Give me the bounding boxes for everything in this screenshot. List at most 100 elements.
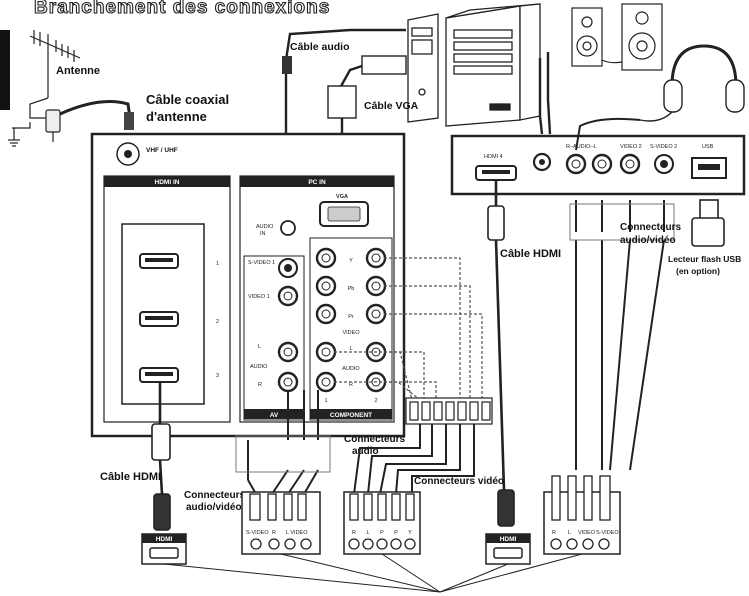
device-mid-label-1: R <box>352 530 356 536</box>
vga-plug-tv <box>327 85 357 119</box>
svideo2-jack[interactable] <box>654 154 674 174</box>
side-audio-l-jack[interactable] <box>591 153 613 175</box>
comp-l-label: L <box>349 346 352 352</box>
coax-label-1: Câble coaxial <box>146 92 229 107</box>
coax-plug <box>124 112 134 130</box>
headphones-icon <box>639 44 745 122</box>
vga-cable-label: Câble VGA <box>364 100 419 112</box>
device-hdmi-b: HDMI <box>485 533 531 565</box>
vga-port-label: VGA <box>336 194 348 200</box>
usb-drive-label-1: Lecteur flash USB <box>668 254 741 264</box>
comp-r-label: R <box>349 382 353 388</box>
comp-num-1: 1 <box>324 398 327 404</box>
pc-in-bar: PC IN <box>308 179 326 186</box>
hdmi4-label: HDMI 4 <box>484 154 503 160</box>
av-audio-l-jack[interactable] <box>277 341 299 363</box>
usb-flash-drive-icon[interactable] <box>691 199 725 247</box>
side-panel: HDMI 4 R–AUDIO–L VIDEO 2 S-VIDEO 2 USB <box>450 134 746 196</box>
device-hdmi-a-label: HDMI <box>156 536 173 543</box>
svideo1-jack[interactable] <box>278 258 298 278</box>
left-hdmi-cable <box>158 382 164 495</box>
side-audio-cables <box>575 117 641 151</box>
vga-plug-pc <box>361 55 407 75</box>
pc-tower-icon <box>407 3 541 127</box>
page-title: Branchement des connexions <box>34 0 330 18</box>
video2-jack[interactable] <box>619 153 641 175</box>
hdmi-port-2-label: 2 <box>216 319 219 325</box>
comp-video-label: VIDEO <box>342 330 360 336</box>
comp-num-2: 2 <box>374 398 377 404</box>
left-av-label-1: Connecteurs <box>184 490 246 501</box>
left-hdmi-plug-top <box>151 423 171 461</box>
right-av-cables <box>575 200 665 471</box>
device-right-av: R L VIDEO S-VIDEO <box>543 475 621 555</box>
device-mid-component: R L P P Y <box>343 491 421 555</box>
right-av-connectors-box <box>569 203 675 241</box>
audio-connectors-label-1: Connecteurs <box>344 434 406 445</box>
comp-pr-label: Pr <box>348 314 354 320</box>
video1-label: VIDEO 1 <box>248 294 270 300</box>
audio-in-label-1: AUDIO <box>256 224 274 230</box>
usb-drive-label-2: (en option) <box>676 266 720 276</box>
side-tab <box>0 30 10 110</box>
device-mid-label-3: P <box>380 530 384 536</box>
device-left-label-2: R <box>272 530 276 536</box>
left-av-connectors-box <box>235 435 331 473</box>
audio-in-jack[interactable] <box>280 220 296 236</box>
video2-label: VIDEO 2 <box>620 144 642 150</box>
hdmi-port-3-label: 3 <box>216 373 219 379</box>
device-left-av: S-VIDEO R L VIDEO <box>241 491 321 555</box>
left-av-label-2: audio/vidéo <box>186 502 242 513</box>
device-right-label-4: S-VIDEO <box>596 530 619 536</box>
av-l-label: L <box>258 344 261 350</box>
component-plug-heads <box>409 401 491 421</box>
audio-cable-label: Câble audio <box>290 41 350 53</box>
device-right-label-2: L <box>568 530 571 536</box>
device-hdmi-b-label: HDMI <box>500 536 517 543</box>
device-mid-label-4: P <box>394 530 398 536</box>
device-left-label-3: L VIDEO <box>286 530 308 536</box>
av-audio-r-jack[interactable] <box>277 371 299 393</box>
hdmi-port-3[interactable] <box>139 367 179 383</box>
center-hdmi-cable <box>494 180 506 491</box>
vga-pins <box>327 206 361 222</box>
device-mid-label-2: L <box>366 530 369 536</box>
component-bar: COMPONENT <box>330 412 372 419</box>
left-hdmi-cable-label: Câble HDMI <box>100 471 161 483</box>
right-av-label-1: Connecteurs <box>620 222 682 233</box>
hdmi-port-2[interactable] <box>139 311 179 327</box>
hdmi4-port[interactable] <box>475 165 517 181</box>
usb-label: USB <box>702 144 714 150</box>
vhf-uhf-label: VHF / UHF <box>146 147 178 154</box>
left-av-cables <box>247 390 319 495</box>
component-cables <box>334 257 483 401</box>
side-audio-r-jack[interactable] <box>565 153 587 175</box>
device-mid-label-5: Y <box>408 530 412 536</box>
comp-audio-label: AUDIO <box>342 366 360 372</box>
audio-connectors-label-2: audio <box>352 446 379 457</box>
comp-pb-label: Pb <box>348 286 355 292</box>
mid-device-cables <box>353 424 475 495</box>
coax-cable <box>59 100 132 119</box>
pc-cables <box>284 28 552 210</box>
video-connectors-label: Connecteurs vidéo <box>414 476 504 487</box>
av-audio-label: AUDIO <box>250 364 268 370</box>
speakers-icon <box>571 3 663 71</box>
av-r-label: R <box>258 382 262 388</box>
device-right-label-3: VIDEO <box>578 530 596 536</box>
video1-jack[interactable] <box>277 285 299 307</box>
tv-back-panel: VHF / UHF HDMI IN 1 2 3 PC IN VGA AUDIO … <box>90 132 406 438</box>
hdmi-in-bar: HDMI IN <box>155 179 180 186</box>
antenna-label: Antenne <box>56 65 100 77</box>
headphone-jack[interactable] <box>532 152 552 172</box>
r-audio-l-label: R–AUDIO–L <box>566 144 597 150</box>
device-hdmi-a: HDMI <box>141 533 187 565</box>
audio-plug-pc <box>282 56 292 74</box>
antenna-icon <box>8 30 81 147</box>
coax-label-2: d'antenne <box>146 109 207 124</box>
left-hdmi-plug-bottom <box>153 493 171 531</box>
hdmi-port-1[interactable] <box>139 253 179 269</box>
usb-port-inner <box>698 164 720 170</box>
right-av-label-2: audio/vidéo <box>620 235 676 246</box>
